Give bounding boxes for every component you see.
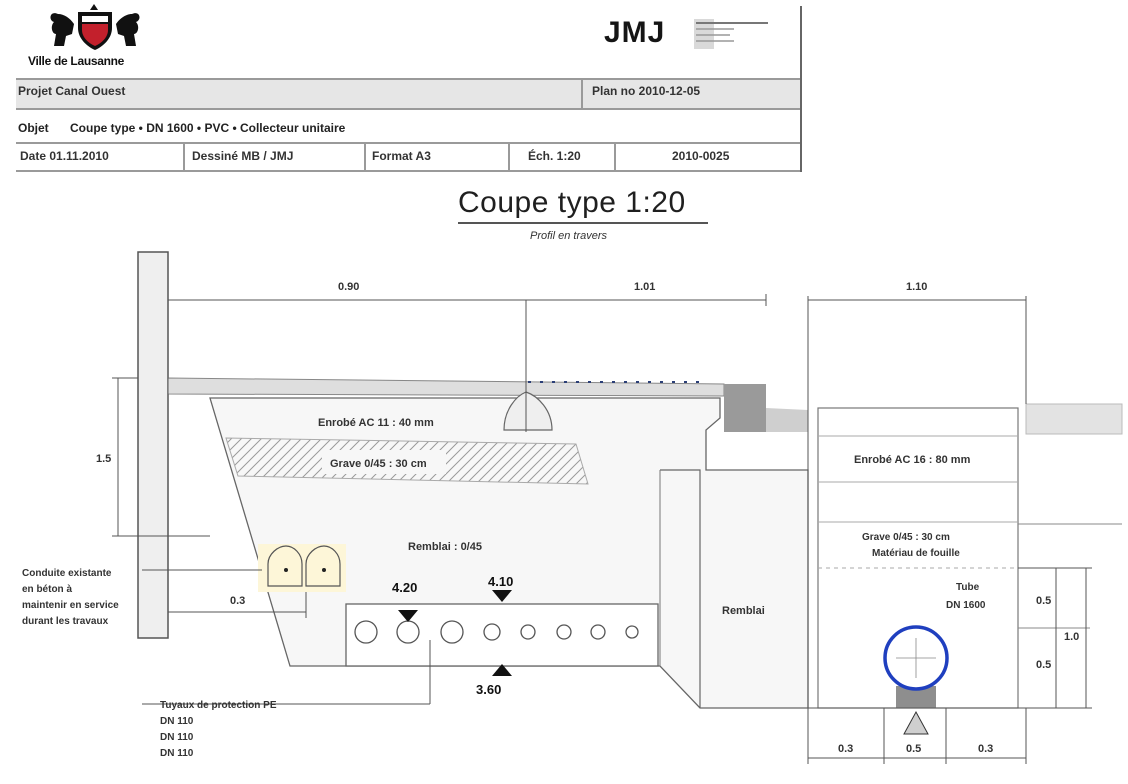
brand-logo: JMJ xyxy=(604,16,666,49)
label-column-layer2: Grave 0/45 : 30 cm xyxy=(862,532,950,543)
bottom-note-line: DN 110 xyxy=(160,748,194,759)
left-note-line: en béton à xyxy=(22,584,72,595)
level-bottom: 3.60 xyxy=(476,682,501,697)
pipe-block xyxy=(345,603,659,667)
existing-pipes xyxy=(258,544,346,592)
dim-right-upper: 0.5 xyxy=(1036,595,1051,607)
info-format: Format A3 xyxy=(372,149,431,163)
divider xyxy=(614,142,616,170)
object-label: Objet xyxy=(18,121,49,135)
level-mid: 4.10 xyxy=(488,574,513,589)
dim-top-mid: 1.01 xyxy=(634,281,655,293)
dim-right-lower: 0.5 xyxy=(1036,659,1051,671)
divider xyxy=(183,142,185,170)
info-number: 2010-0025 xyxy=(672,149,730,163)
logo-text: Ville de Lausanne xyxy=(28,54,125,68)
dim-right-total: 1.0 xyxy=(1064,631,1079,643)
level-left: 4.20 xyxy=(392,580,417,595)
dim-bottom-right: 0.3 xyxy=(978,743,993,755)
drawing-subtitle: Profil en travers xyxy=(530,230,608,242)
dim-left-small: 0.3 xyxy=(230,595,245,607)
title-row-project xyxy=(16,78,800,110)
info-date: Date 01.11.2010 xyxy=(20,149,109,163)
title-block-frame xyxy=(16,6,802,172)
dim-bottom-mid: 0.5 xyxy=(906,743,921,755)
info-scale: Éch. 1:20 xyxy=(528,149,581,163)
title-row-object xyxy=(16,108,800,144)
dimension-lines xyxy=(112,294,1092,764)
road-surface xyxy=(167,377,1123,435)
dim-bottom-left: 0.3 xyxy=(838,743,853,755)
divider xyxy=(581,78,583,108)
label-column-layer1: Enrobé AC 16 : 80 mm xyxy=(854,454,971,466)
divider xyxy=(364,142,366,170)
drawing-labels: 0.90 1.01 1.10 1.5 0.3 0.5 0.5 1.0 0.3 0… xyxy=(22,281,1079,759)
info-drawn-by: Dessiné MB / JMJ xyxy=(192,149,294,163)
left-note-line: maintenir en service xyxy=(22,600,119,611)
drain-grate xyxy=(503,300,708,432)
dim-top-right: 1.10 xyxy=(906,281,927,293)
drawing-title: Coupe type 1:20 xyxy=(458,186,686,219)
title-underline xyxy=(458,222,708,224)
label-layer-upper: Enrobé AC 11 : 40 mm xyxy=(318,417,434,429)
shaft-column xyxy=(817,407,1122,709)
object-description: Coupe type • DN 1600 • PVC • Collecteur … xyxy=(70,121,346,135)
brand-mark-icon xyxy=(694,19,768,49)
label-layer-mid: Grave 0/45 : 30 cm xyxy=(330,458,427,470)
gravel-layer xyxy=(225,437,589,485)
existing-wall xyxy=(137,251,169,639)
project-name: Projet Canal Ouest xyxy=(18,84,126,98)
level-markers xyxy=(398,590,512,676)
divider xyxy=(508,142,510,170)
main-pipe xyxy=(883,625,949,735)
label-trench-right: Remblai xyxy=(722,605,765,617)
left-note-line: durant les travaux xyxy=(22,616,109,627)
left-note-line: Conduite existante xyxy=(22,568,112,579)
plan-number: Plan no 2010-12-05 xyxy=(592,84,701,98)
label-pipe-note1: Tube xyxy=(956,582,980,593)
bottom-note-line: DN 110 xyxy=(160,716,194,727)
dim-left-vertical: 1.5 xyxy=(96,453,111,465)
city-logo xyxy=(50,4,140,50)
title-row-info xyxy=(16,142,800,172)
label-column-layer2b: Matériau de fouille xyxy=(872,548,960,559)
label-fill: Remblai : 0/45 xyxy=(408,541,482,553)
bottom-note-line: Tuyaux de protection PE xyxy=(160,700,277,711)
bottom-note-line: DN 110 xyxy=(160,732,194,743)
label-pipe-note2: DN 1600 xyxy=(946,600,986,611)
dim-top-left: 0.90 xyxy=(338,281,359,293)
